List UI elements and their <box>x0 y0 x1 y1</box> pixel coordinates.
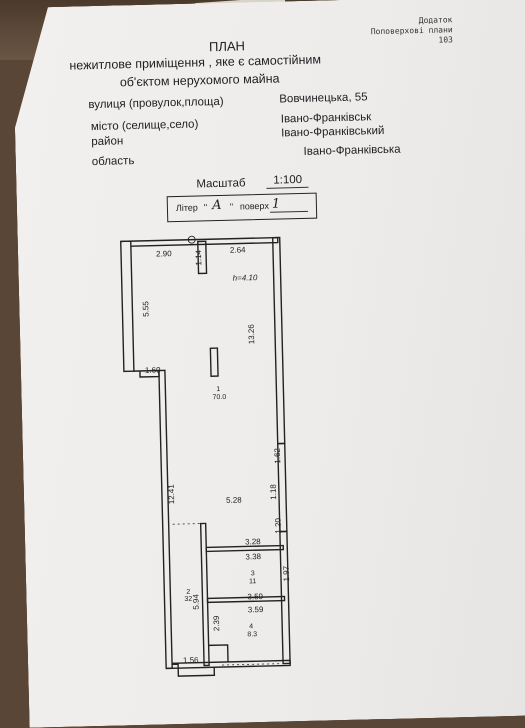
dim-5-55: 5.55 <box>141 301 150 317</box>
outer-wall-right-top <box>273 238 285 444</box>
partition-room-4-bottom <box>209 645 228 662</box>
room-2-area: 32 <box>184 596 192 603</box>
partition-room-3-bottom <box>207 597 284 603</box>
dim-2-64: 2.64 <box>230 245 246 254</box>
outer-wall-left-top <box>121 241 134 371</box>
room-4-number: 4 <box>249 623 253 630</box>
document-sheet: Додаток Поповерхові плани 103 ПЛАН нежит… <box>12 0 525 728</box>
room-3-area: 11 <box>249 578 257 585</box>
dim-1-56: 1.56 <box>183 656 199 665</box>
entrance-stair <box>172 663 214 676</box>
dim-3-59-bottom: 3.59 <box>248 605 264 614</box>
floor-plan: 2.90 2.64 1.14 h=4.10 5.55 13.26 1.60 1 … <box>12 0 525 708</box>
dashed-boundary <box>173 524 201 525</box>
dim-1-20: 1.20 <box>274 517 283 533</box>
room-1-number: 1 <box>216 386 220 393</box>
dim-2-90: 2.90 <box>156 249 172 258</box>
dim-1-18: 1.18 <box>269 484 278 500</box>
ceiling-height: h=4.10 <box>233 273 258 283</box>
outer-wall-bottom <box>166 660 290 668</box>
dim-2-39: 2.39 <box>212 615 221 631</box>
room-4-area: 8.3 <box>247 631 257 638</box>
room-1-area: 70.0 <box>212 394 226 401</box>
marker-circle <box>188 236 195 243</box>
dim-1-14: 1.14 <box>194 249 203 265</box>
room-3-number: 3 <box>251 570 255 577</box>
outer-wall-top <box>121 238 278 247</box>
dim-12-41: 12.41 <box>167 484 176 505</box>
dim-3-28: 3.28 <box>245 537 261 546</box>
partition-room-3-top <box>206 546 283 552</box>
outer-wall-left-bottom <box>159 370 172 668</box>
dim-1-62: 1.62 <box>273 447 282 463</box>
dim-1-97: 1.97 <box>282 565 291 581</box>
dim-3-59-top: 3.59 <box>247 592 263 601</box>
dim-1-60: 1.60 <box>145 365 161 374</box>
dashed-bottom-line <box>222 664 280 665</box>
room-2-number: 2 <box>186 589 190 596</box>
partition-vertical <box>201 523 209 665</box>
dim-5-28: 5.28 <box>226 496 242 505</box>
dim-13-26: 13.26 <box>247 324 256 345</box>
dim-3-38: 3.38 <box>245 552 261 561</box>
dim-5-94: 5.94 <box>191 593 200 609</box>
column-top <box>198 241 207 273</box>
column-middle <box>210 348 218 376</box>
